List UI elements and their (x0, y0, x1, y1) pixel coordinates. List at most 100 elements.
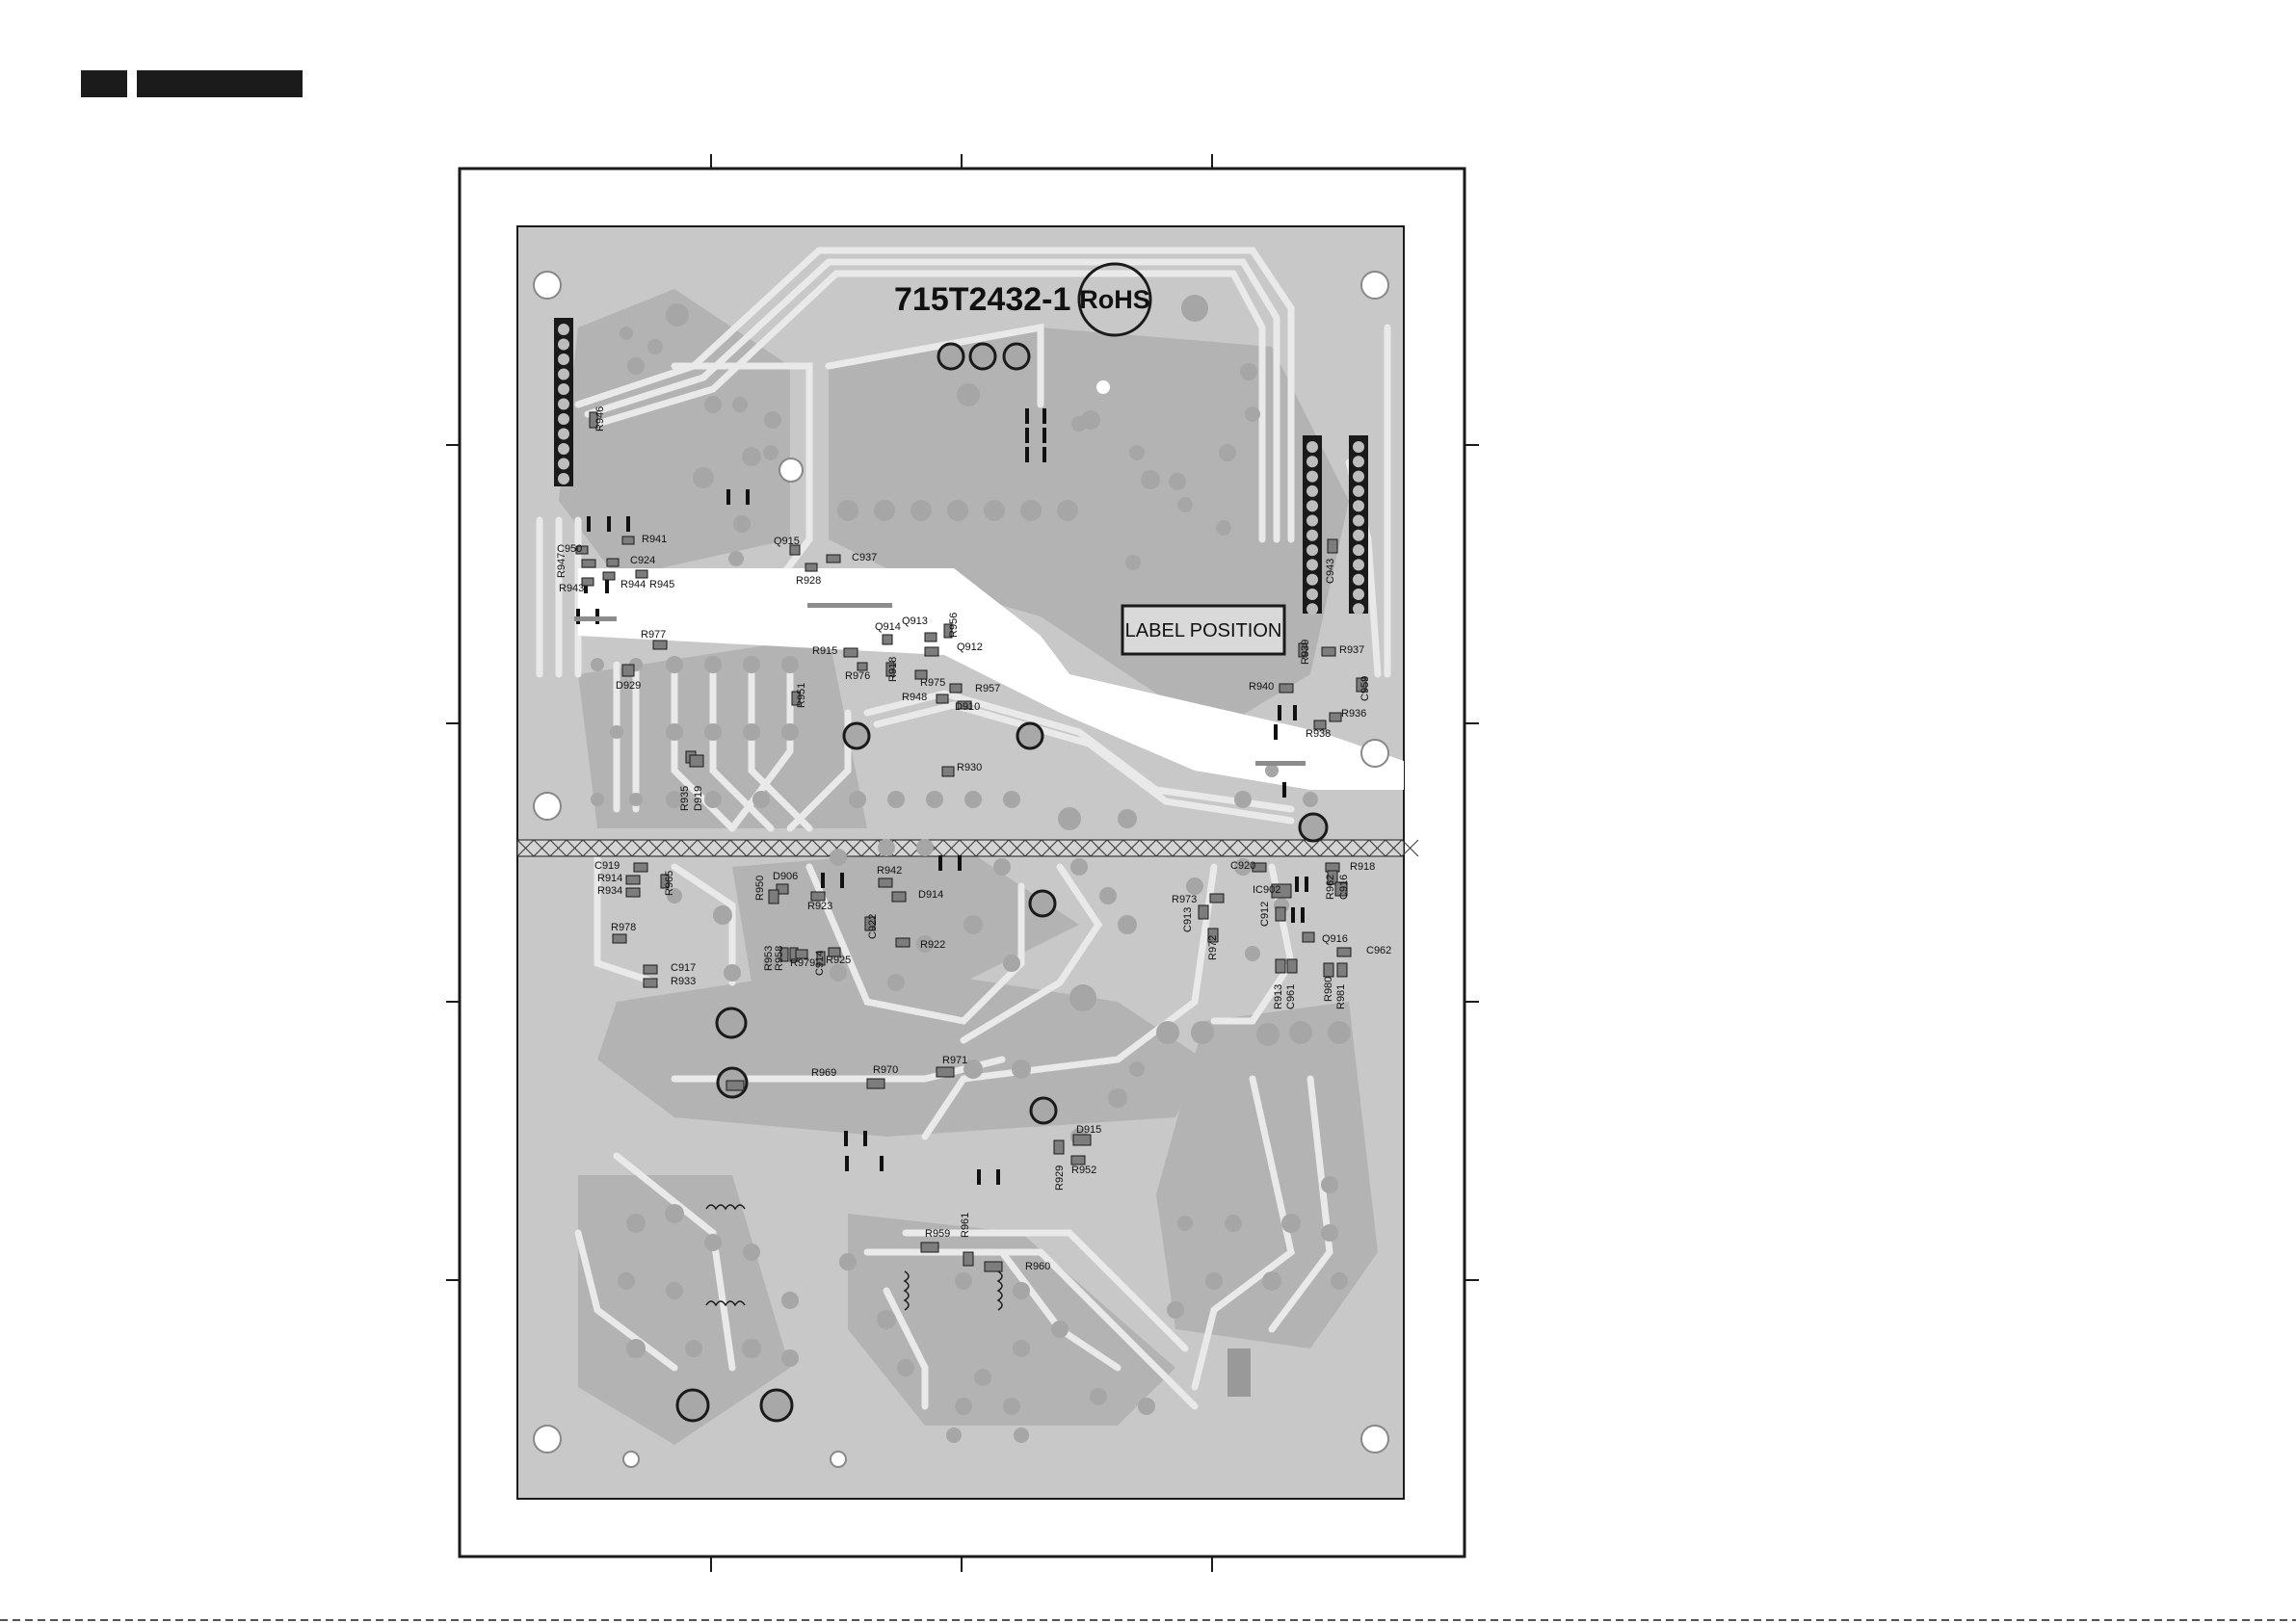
component-c912 (1275, 906, 1286, 922)
ref-r975: R975 (920, 677, 945, 689)
ref-r950: R950 (754, 876, 766, 901)
ref-r957: R957 (975, 683, 1000, 694)
solder-pads (574, 295, 1351, 1443)
component-r913 (1275, 958, 1286, 974)
component-r979 (795, 949, 808, 959)
mounting-holes (533, 271, 1389, 1468)
component-r945 (635, 569, 648, 579)
ref-r935: R935 (679, 786, 691, 811)
ref-r914: R914 (597, 873, 622, 884)
rohs-circle (1077, 262, 1152, 337)
ref-r923: R923 (807, 901, 832, 912)
component-c950 (575, 545, 589, 555)
ref-d915: D915 (1076, 1124, 1101, 1136)
component-c943 (1327, 538, 1338, 554)
component-d914 (891, 891, 907, 903)
component-r959 (920, 1242, 939, 1253)
ref-r958: R958 (774, 946, 785, 971)
component-r947 (581, 559, 596, 568)
component-r938 (1313, 720, 1327, 730)
ref-r980: R980 (1323, 977, 1334, 1002)
ref-c943: C943 (1325, 559, 1336, 584)
component-c962 (1336, 947, 1352, 957)
component-r922 (895, 937, 910, 948)
component-c914 (816, 951, 826, 966)
component-r972 (1207, 928, 1219, 943)
ref-r965: R965 (664, 871, 675, 896)
grid-ticks (446, 154, 1479, 1572)
component-r981 (1336, 962, 1348, 978)
component-r946 (589, 411, 598, 429)
component-r978 (612, 933, 627, 944)
component-r952 (1070, 1155, 1086, 1165)
component-r962 (1327, 870, 1338, 885)
ref-r936: R936 (1341, 708, 1366, 720)
component-r923 (810, 891, 826, 902)
ref-r918: R918 (1350, 861, 1375, 873)
ref-r943: R943 (559, 583, 584, 594)
ref-r962: R962 (1325, 875, 1336, 900)
connector-left-pins (558, 324, 569, 484)
component-r956 (943, 623, 953, 639)
component-r965 (660, 874, 670, 889)
ref-d906: D906 (773, 871, 798, 882)
component-r918b (885, 662, 895, 677)
ref-c917: C917 (671, 962, 696, 974)
component-q915 (789, 544, 801, 556)
ref-d914: D914 (918, 889, 943, 901)
component-c916 (1334, 881, 1348, 897)
component-d929 (621, 664, 635, 677)
component-r961 (963, 1251, 974, 1267)
component-r930 (941, 766, 955, 777)
component-q914 (882, 634, 893, 645)
ref-c914: C914 (814, 951, 826, 976)
ref-r979: R979 (790, 957, 815, 969)
ref-r971: R971 (942, 1055, 967, 1066)
ref-d929: D929 (616, 680, 641, 692)
ref-c913: C913 (1182, 907, 1194, 932)
component-c919 (633, 862, 648, 873)
ref-r929: R929 (1054, 1165, 1066, 1191)
ref-c937: C937 (852, 552, 877, 563)
ref-c912: C912 (1259, 902, 1271, 927)
ref-r938: R938 (1306, 728, 1331, 740)
ref-r944: R944 (620, 579, 646, 590)
component-r942 (878, 877, 893, 888)
component-r940 (1279, 683, 1294, 694)
component-r980 (1323, 962, 1334, 978)
component-c922 (864, 916, 876, 931)
ref-r940: R940 (1249, 681, 1274, 693)
ref-c920: C920 (1230, 860, 1255, 872)
ref-r970: R970 (873, 1064, 898, 1076)
component-r915 (843, 647, 858, 658)
component-c959 (1356, 677, 1367, 693)
component-d906 (776, 883, 789, 895)
component-r951 (791, 691, 801, 706)
chapter-title-block (137, 70, 303, 97)
component-d915 (1072, 1134, 1092, 1146)
connector-right-pins (1306, 441, 1364, 615)
ref-r946: R946 (594, 406, 606, 432)
ref-q915: Q915 (774, 536, 800, 547)
component-r929 (1053, 1139, 1065, 1155)
ref-r915: R915 (812, 645, 837, 657)
ref-r977: R977 (641, 629, 666, 641)
ref-q916: Q916 (1322, 933, 1348, 945)
ref-c924: C924 (630, 555, 655, 566)
component-r937 (1321, 646, 1336, 657)
ref-r952: R952 (1071, 1165, 1096, 1176)
label-position-box (1121, 604, 1286, 656)
component-r976 (857, 662, 868, 671)
component-c917 (643, 964, 658, 975)
component-r943 (581, 577, 594, 587)
component-r914 (625, 875, 641, 885)
ref-r973: R973 (1172, 894, 1197, 905)
component-r925 (828, 947, 841, 957)
ref-q914: Q914 (875, 621, 901, 633)
ref-r972: R972 (1207, 935, 1219, 960)
smd-components (575, 411, 1367, 1272)
ref-r930: R930 (957, 762, 982, 773)
ref-r942: R942 (877, 865, 902, 877)
ref-c916: C916 (1338, 875, 1350, 900)
ref-r969: R969 (811, 1067, 836, 1079)
